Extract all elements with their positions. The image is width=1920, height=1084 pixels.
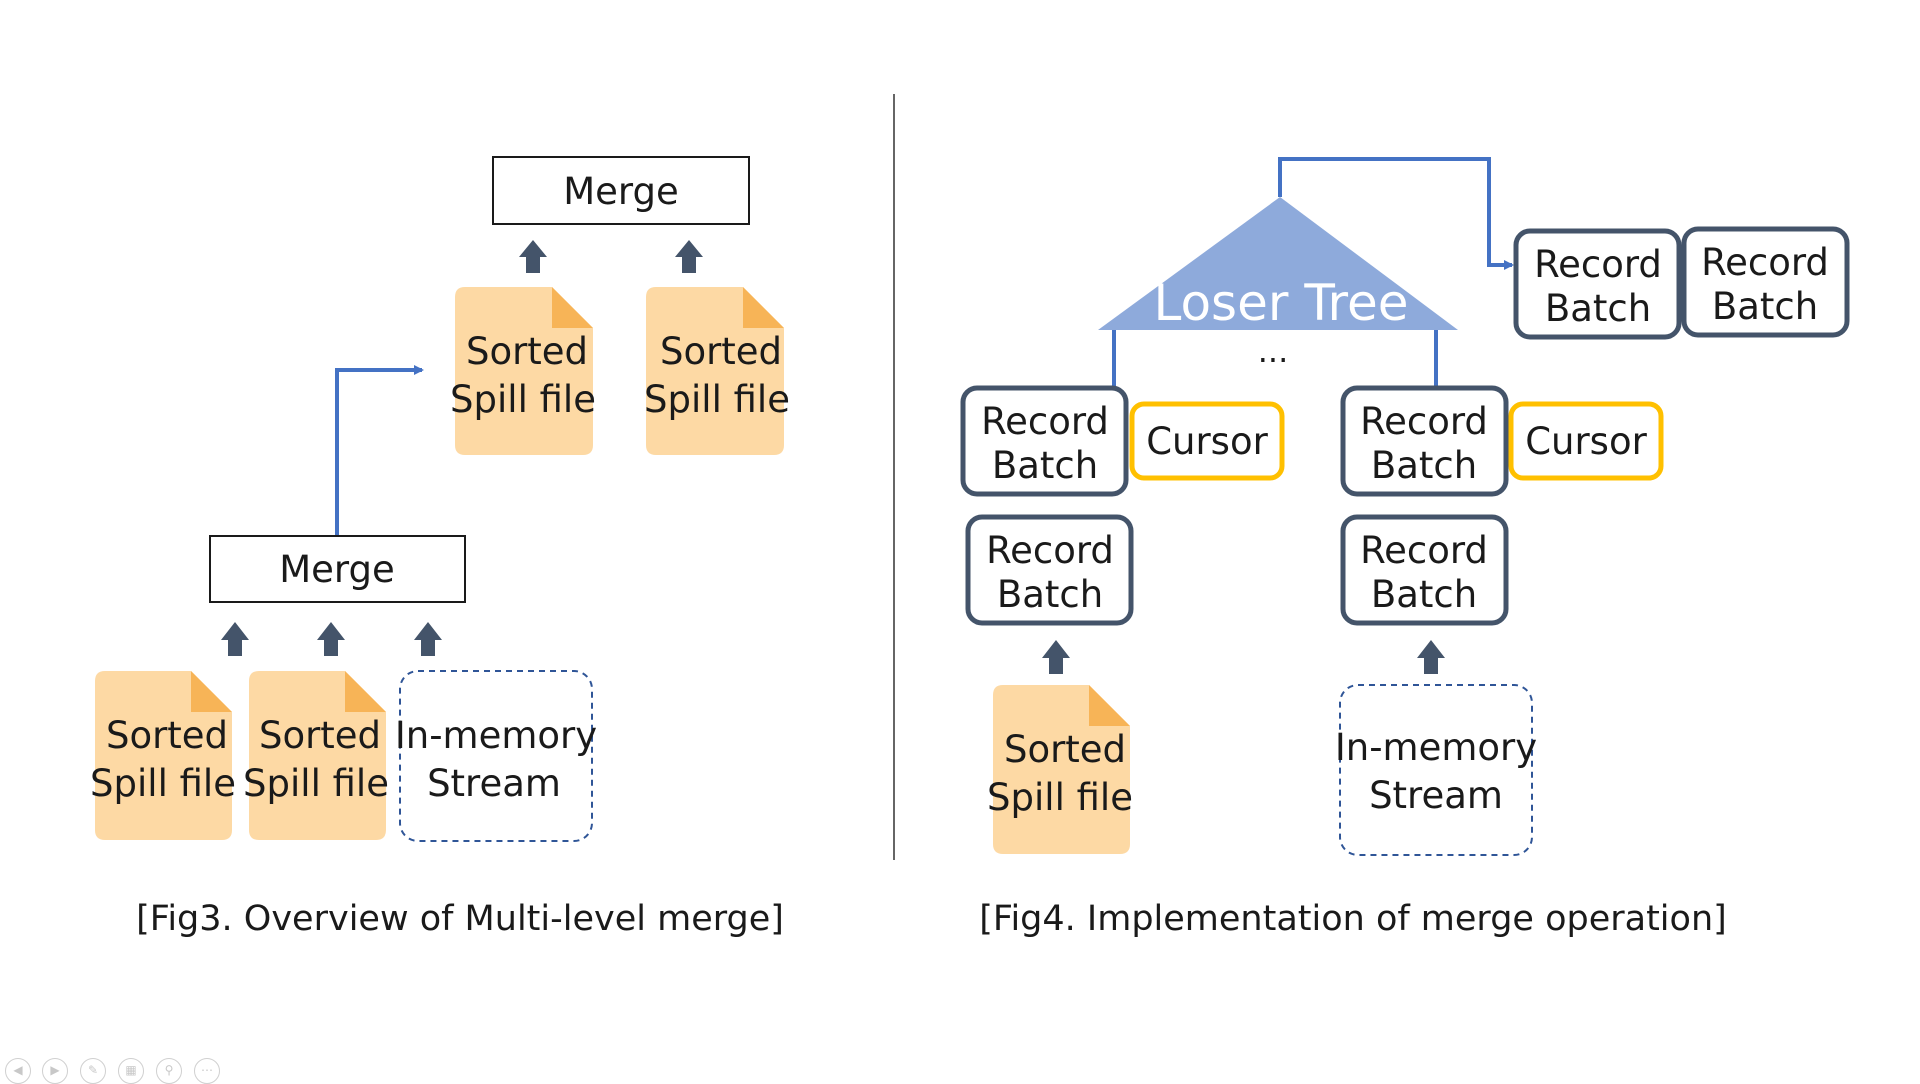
pen-icon[interactable]: ✎: [80, 1058, 106, 1084]
file-label-line1: Sorted: [1004, 728, 1126, 771]
file-label-line2: Spill file: [987, 776, 1133, 819]
batch-label-line1: Record: [981, 400, 1109, 443]
up-arrow-icon: [221, 622, 249, 656]
left-record-batch: Record Batch: [965, 514, 1134, 626]
prev-icon[interactable]: ◀: [5, 1058, 31, 1084]
up-arrow-icon: [675, 240, 703, 273]
batch-label-line1: Record: [1701, 241, 1829, 284]
fig3-multilevel-merge: Merge Sorted Spill file Sorted Spill fil…: [90, 156, 790, 939]
batch-label-line2: Batch: [992, 444, 1098, 487]
batch-label-line2: Batch: [997, 573, 1103, 616]
left-record-batch-with-cursor: Record Batch: [960, 385, 1129, 497]
file-label-line1: Sorted: [660, 330, 782, 373]
more-icon[interactable]: ⋯: [194, 1058, 220, 1084]
output-record-batch: Record Batch: [1513, 228, 1682, 340]
loser-tree: Loser Tree: [1098, 197, 1458, 332]
batch-label-line2: Batch: [1371, 573, 1477, 616]
batch-label-line1: Record: [986, 529, 1114, 572]
batch-label-line1: Record: [1360, 400, 1488, 443]
file-label-line2: Spill file: [90, 762, 236, 805]
right-record-batch-with-cursor: Record Batch: [1340, 385, 1509, 497]
up-arrow-icon: [519, 240, 547, 273]
file-label-line2: Spill file: [450, 378, 596, 421]
up-arrow-icon: [317, 622, 345, 656]
loser-tree-label: Loser Tree: [1153, 274, 1408, 332]
bottom-merge-box: Merge: [209, 535, 466, 603]
right-cursor: Cursor: [1508, 401, 1664, 481]
in-memory-stream: In-memory Stream: [1335, 684, 1537, 856]
file-label-line1: Sorted: [466, 330, 588, 373]
stream-label-line2: Stream: [427, 762, 561, 805]
top-merge-box: Merge: [492, 156, 750, 225]
fig3-caption: [Fig3. Overview of Multi-level merge]: [136, 899, 784, 939]
right-record-batch: Record Batch: [1340, 514, 1509, 626]
ellipsis: ...: [1258, 332, 1289, 370]
cursor-label: Cursor: [1146, 420, 1268, 463]
top-merge-label: Merge: [563, 170, 679, 213]
fig4-merge-implementation: Loser Tree ... Record Batch Record Batch…: [960, 157, 1850, 939]
output-record-batch: Record Batch: [1681, 226, 1850, 338]
sorted-spill-file: Sorted Spill file: [450, 287, 596, 455]
up-arrow-icon: [414, 622, 442, 656]
up-arrow-icon: [1417, 640, 1445, 674]
in-memory-stream: In-memory Stream: [395, 670, 597, 842]
file-label-line1: Sorted: [259, 714, 381, 757]
sorted-spill-file: Sorted Spill file: [987, 685, 1133, 854]
slides-icon[interactable]: ▦: [118, 1058, 144, 1084]
zoom-icon[interactable]: ⚲: [156, 1058, 182, 1084]
stream-label-line1: In-memory: [395, 714, 597, 757]
flow-arrow: [335, 365, 424, 535]
next-icon[interactable]: ▶: [42, 1058, 68, 1084]
batch-label-line1: Record: [1360, 529, 1488, 572]
sorted-spill-file: Sorted Spill file: [243, 671, 389, 840]
fig4-caption: [Fig4. Implementation of merge operation…: [979, 899, 1727, 939]
batch-label-line2: Batch: [1545, 287, 1651, 330]
sorted-spill-file: Sorted Spill file: [90, 671, 236, 840]
file-label-line2: Spill file: [644, 378, 790, 421]
batch-label-line1: Record: [1534, 243, 1662, 286]
batch-label-line2: Batch: [1712, 285, 1818, 328]
file-label-line2: Spill file: [243, 762, 389, 805]
stream-label-line2: Stream: [1369, 774, 1503, 817]
sorted-spill-file: Sorted Spill file: [644, 287, 790, 455]
stream-label-line1: In-memory: [1335, 726, 1537, 769]
output-flow-arrow: [1278, 157, 1514, 270]
bottom-merge-label: Merge: [279, 548, 395, 591]
left-cursor: Cursor: [1129, 401, 1285, 481]
batch-label-line2: Batch: [1371, 444, 1477, 487]
file-label-line1: Sorted: [106, 714, 228, 757]
cursor-label: Cursor: [1525, 420, 1647, 463]
up-arrow-icon: [1042, 640, 1070, 674]
